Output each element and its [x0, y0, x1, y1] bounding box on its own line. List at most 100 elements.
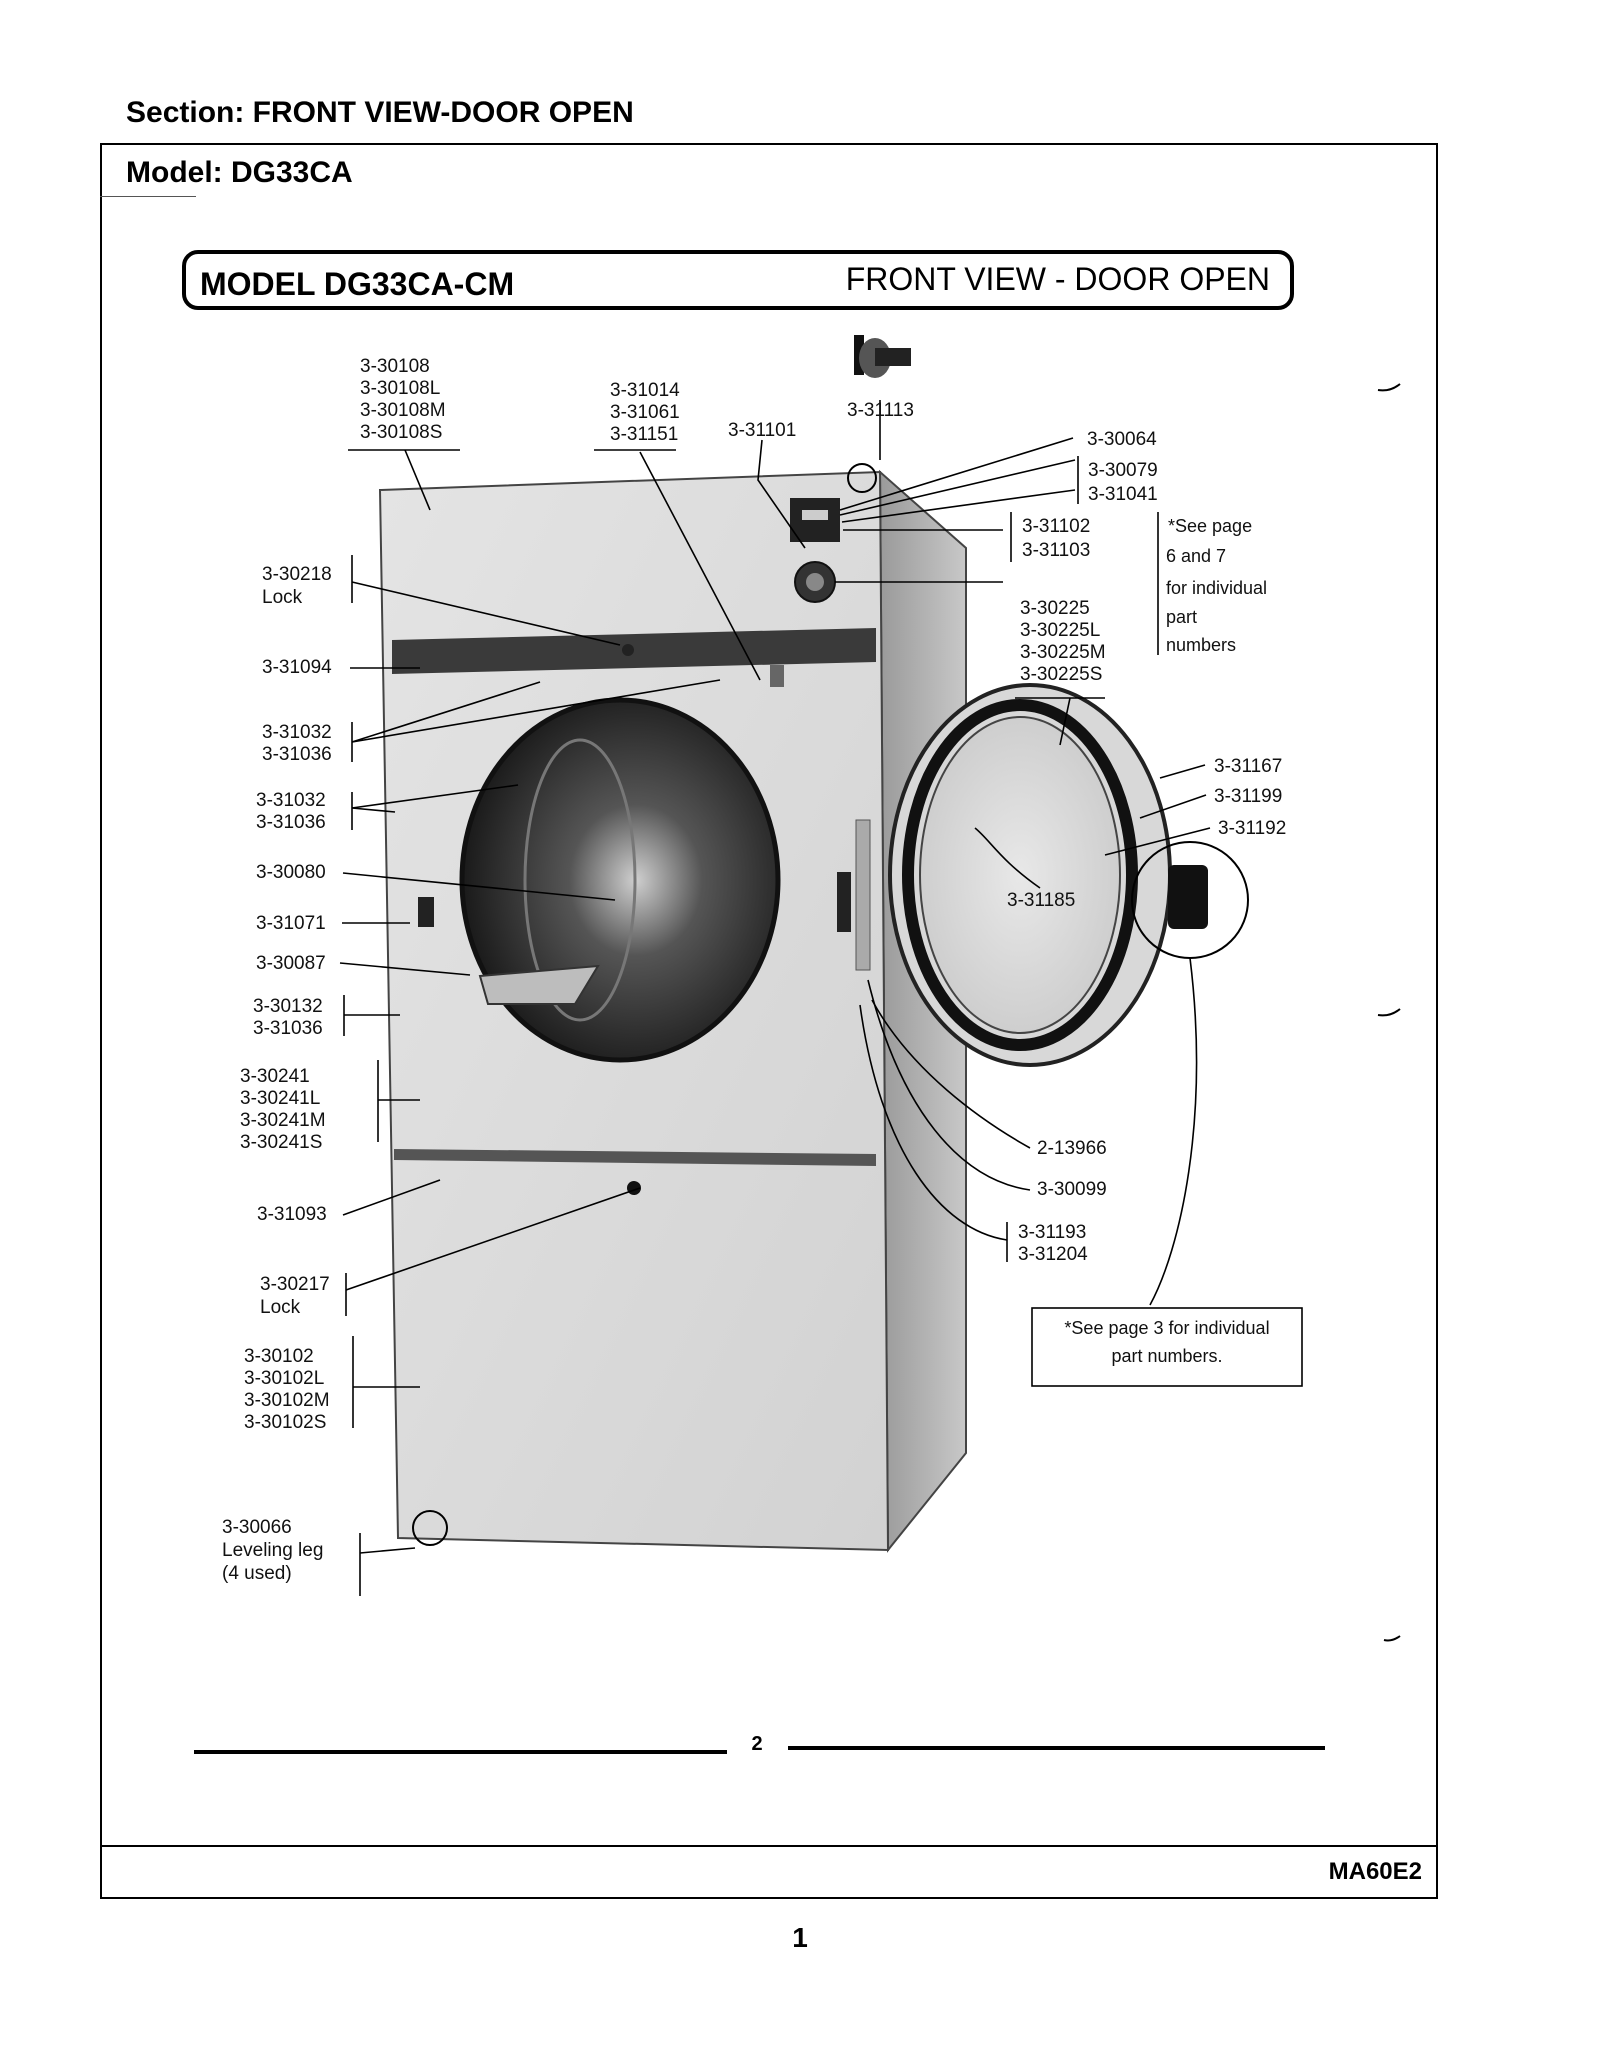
footer-rule	[100, 1845, 1438, 1847]
label-31071: 3-31071	[256, 913, 326, 934]
label-30108: 3-30108	[360, 356, 430, 377]
banner: MODEL DG33CA-CM FRONT VIEW - DOOR OPEN	[182, 250, 1294, 310]
label-30080: 3-30080	[256, 862, 326, 883]
label-31199: 3-31199	[1214, 786, 1282, 807]
callout-front-panel: 3-30241 3-30241L 3-30241M 3-30241S	[240, 1066, 326, 1153]
door-gasket	[902, 699, 1138, 1051]
label-31113: 3-31113	[847, 400, 914, 421]
svg-text:3-30241L: 3-30241L	[240, 1088, 320, 1109]
label-30108S: 3-30108S	[360, 422, 442, 443]
door-latch	[837, 872, 851, 932]
svg-text:3-31036: 3-31036	[256, 812, 326, 833]
svg-text:(4 used): (4 used)	[222, 1563, 292, 1584]
svg-text:3-30225M: 3-30225M	[1020, 642, 1106, 663]
svg-text:3-30102S: 3-30102S	[244, 1412, 326, 1433]
label-31185: 3-31185	[1007, 890, 1075, 911]
note-see-page-3-box	[1031, 1307, 1303, 1387]
hinge-bracket	[855, 819, 871, 971]
svg-text:*See page: *See page	[1168, 516, 1252, 536]
callout-screws-c: 3-30132 3-31036	[253, 996, 323, 1039]
svg-text:3-30225S: 3-30225S	[1020, 664, 1102, 685]
svg-text:part numbers.: part numbers.	[1111, 1346, 1222, 1366]
callout-door-group: 3-30225 3-30225L 3-30225M 3-30225S	[1020, 598, 1106, 685]
label-31093: 3-31093	[257, 1204, 327, 1225]
section-title: Section: FRONT VIEW-DOOR OPEN	[126, 96, 634, 129]
label-31192: 3-31192	[1218, 818, 1286, 839]
page-frame	[100, 143, 1438, 1899]
svg-text:3-30225L: 3-30225L	[1020, 620, 1100, 641]
label-31167: 3-31167	[1214, 756, 1282, 777]
model-title: Model: DG33CA	[126, 156, 353, 189]
svg-text:Lock: Lock	[262, 587, 303, 608]
svg-text:3-31032: 3-31032	[256, 790, 326, 811]
svg-text:3-31204: 3-31204	[1018, 1244, 1088, 1265]
callout-top-panel: 3-30108 3-30108L 3-30108M 3-30108S	[360, 356, 446, 443]
model-underline	[100, 196, 196, 197]
label-31101: 3-31101	[728, 420, 796, 441]
svg-text:*See page 3 for individual: *See page 3 for individual	[1064, 1318, 1269, 1338]
label-31151: 3-31151	[610, 424, 678, 445]
svg-text:Lock: Lock	[260, 1297, 301, 1318]
label-30099: 3-30099	[1037, 1179, 1107, 1200]
page-number: 1	[792, 1922, 808, 1953]
part-31113-shaft	[875, 348, 911, 366]
svg-text:3-30241S: 3-30241S	[240, 1132, 322, 1153]
callout-lock-bottom: 3-30217 Lock	[260, 1274, 330, 1318]
svg-text:for individual: for individual	[1166, 578, 1267, 598]
inner-page-number: 2	[751, 1733, 762, 1755]
inner-page-rule: 2	[194, 1733, 1325, 1755]
note-see-page-6-7: *See page 6 and 7 for individual part nu…	[1166, 516, 1267, 655]
svg-text:3-30241M: 3-30241M	[240, 1110, 326, 1131]
svg-text:3-30217: 3-30217	[260, 1274, 330, 1295]
door-glass	[919, 716, 1121, 1034]
detail-circle-leg	[412, 1510, 448, 1546]
callout-screws-a: 3-31032 3-31036	[262, 722, 332, 765]
lock-top-cylinder	[622, 644, 634, 656]
leader-lines	[339, 400, 1211, 1596]
svg-text:3-30241: 3-30241	[240, 1066, 310, 1087]
label-30108L: 3-30108L	[360, 378, 440, 399]
svg-text:3-31193: 3-31193	[1018, 1222, 1086, 1243]
label-13966: 2-13966	[1037, 1138, 1107, 1159]
upper-divider-bar	[392, 628, 876, 674]
callout-screws-b: 3-31032 3-31036	[256, 790, 326, 833]
drum-baffle	[523, 738, 637, 1022]
label-30079: 3-30079	[1088, 460, 1158, 481]
svg-text:6 and 7: 6 and 7	[1166, 546, 1226, 566]
callout-control-group: 3-31014 3-31061 3-31151	[610, 380, 680, 445]
label-31103: 3-31103	[1022, 540, 1090, 561]
lower-divider-bar	[394, 1149, 876, 1166]
note-see-page-3: *See page 3 for individual part numbers.	[1031, 1307, 1303, 1387]
label-30087: 3-30087	[256, 953, 326, 974]
part-31113-icon	[854, 335, 864, 375]
svg-text:3-30102M: 3-30102M	[244, 1390, 330, 1411]
dryer-door-open	[888, 683, 1249, 1067]
svg-text:3-30225: 3-30225	[1020, 598, 1090, 619]
svg-text:Leveling leg: Leveling leg	[222, 1540, 323, 1561]
svg-text:3-30132: 3-30132	[253, 996, 323, 1017]
callout-hinge-group: 3-31193 3-31204	[1018, 1222, 1088, 1265]
svg-text:3-31032: 3-31032	[262, 722, 332, 743]
label-30108M: 3-30108M	[360, 400, 446, 421]
dryer-cabinet	[378, 335, 967, 1553]
banner-frame	[182, 250, 1294, 310]
svg-text:3-30102L: 3-30102L	[244, 1368, 324, 1389]
door-handle	[1168, 865, 1208, 929]
label-31061: 3-31061	[610, 402, 680, 423]
drum-opening	[459, 697, 781, 1063]
callout-lower-panel: 3-30102 3-30102L 3-30102M 3-30102S	[244, 1346, 330, 1433]
document-code: MA60E2	[1328, 1858, 1422, 1885]
callout-leveling-leg: 3-30066 Leveling leg (4 used)	[222, 1517, 323, 1584]
label-31041: 3-31041	[1088, 484, 1158, 505]
control-display-window	[802, 510, 828, 520]
sensor-block	[418, 897, 434, 927]
detail-circle-top	[847, 463, 877, 493]
svg-text:part: part	[1166, 607, 1197, 627]
label-31094: 3-31094	[262, 657, 332, 678]
control-knob-center	[806, 573, 824, 591]
margin-marks	[1377, 383, 1401, 1642]
callout-lock-top: 3-30218 Lock	[262, 564, 332, 608]
svg-text:3-31036: 3-31036	[253, 1018, 323, 1039]
label-31102: 3-31102	[1022, 516, 1090, 537]
